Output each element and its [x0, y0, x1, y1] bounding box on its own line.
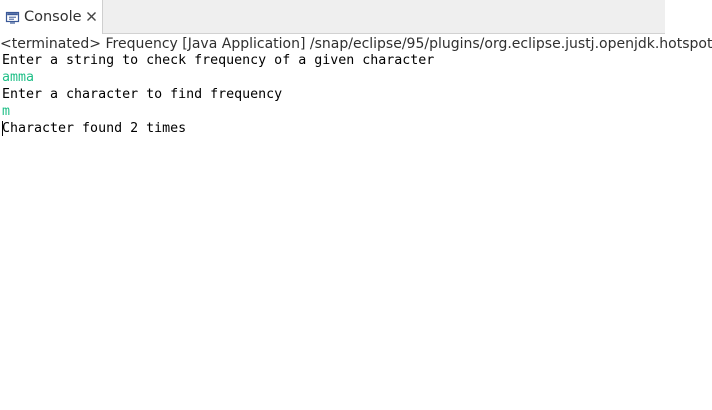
- view-tab-bar: Console: [0, 0, 665, 34]
- console-output-line: Enter a character to find frequency: [2, 87, 283, 102]
- text-caret: [2, 121, 3, 136]
- close-icon[interactable]: [84, 9, 99, 24]
- tab-console[interactable]: Console: [0, 0, 103, 34]
- console-icon: [5, 10, 20, 25]
- console-output-line: Character found 2 times: [2, 121, 187, 136]
- console-output-line: Enter a string to check frequency of a g…: [2, 53, 435, 68]
- console-output[interactable]: Enter a string to check frequency of a g…: [2, 52, 662, 137]
- console-view: Console <terminated> Frequency [Java App…: [0, 0, 712, 137]
- process-status-line: <terminated> Frequency [Java Application…: [0, 36, 712, 52]
- tab-console-label: Console: [24, 9, 82, 25]
- console-input-line: amma: [2, 70, 35, 85]
- console-input-line: m: [2, 104, 11, 119]
